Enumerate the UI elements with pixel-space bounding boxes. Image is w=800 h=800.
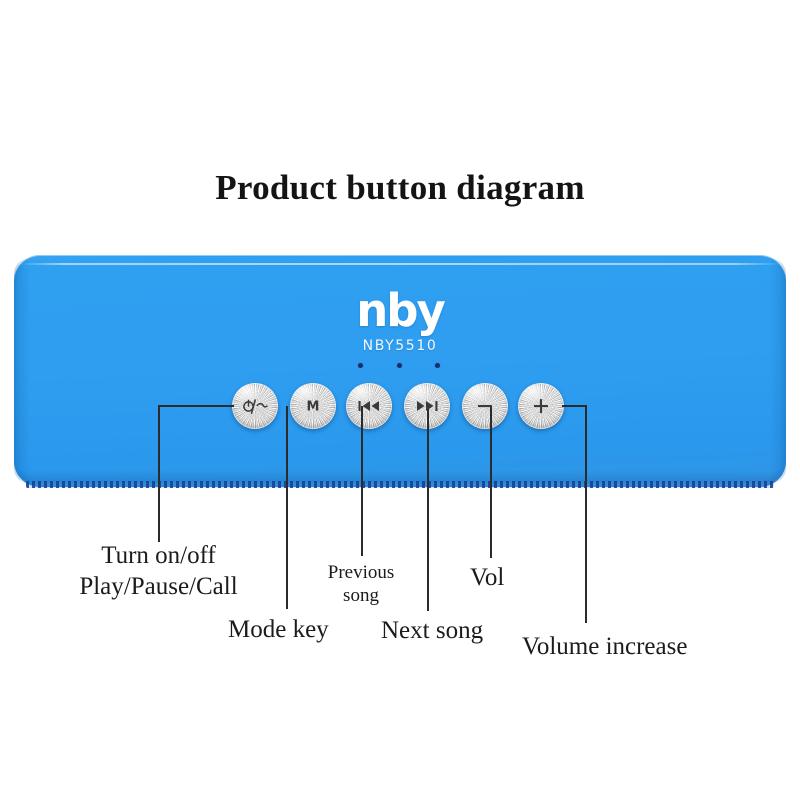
- power-play-call-button[interactable]: [232, 383, 278, 429]
- leader-line-volume-increase-horizontal: [562, 405, 586, 407]
- svg-text:M: M: [307, 400, 320, 414]
- brand-logo: nby: [356, 284, 446, 337]
- leader-line-volume-increase-vertical: [585, 405, 587, 623]
- label-previous-song: Previous song: [320, 561, 402, 607]
- leader-line-mode: [286, 406, 288, 609]
- power-call-icon: [242, 397, 268, 415]
- leader-line-power-vertical: [158, 405, 160, 542]
- label-previous-line-1: Previous: [327, 562, 395, 583]
- mode-key-button[interactable]: M: [290, 383, 336, 429]
- label-power-line-2: Play/Pause/Call: [79, 572, 238, 600]
- label-volume-increase: Volume increase: [522, 633, 688, 660]
- previous-track-icon: [357, 399, 381, 413]
- label-power-play-call: Turn on/off Play/Pause/Call: [56, 541, 261, 602]
- led-indicator-1: [358, 363, 363, 368]
- plus-icon: [531, 397, 551, 415]
- label-next-song: Next song: [381, 617, 484, 644]
- volume-increase-button[interactable]: [518, 383, 564, 429]
- label-mode-key: Mode key: [228, 616, 329, 643]
- label-previous-line-2: song: [343, 585, 379, 607]
- brand-block: nby NBY5510: [0, 284, 800, 355]
- leader-line-vol: [490, 406, 492, 558]
- mode-m-icon: M: [304, 398, 322, 414]
- label-power-line-1: Turn on/off: [101, 542, 216, 569]
- leader-line-previous: [361, 406, 363, 556]
- minus-icon: [475, 399, 495, 413]
- led-indicator-3: [435, 363, 440, 368]
- next-track-icon: [415, 399, 439, 413]
- speaker-body: [14, 255, 786, 487]
- speaker-top-seam: [18, 263, 782, 265]
- speaker-grille-strip: [26, 481, 774, 488]
- previous-song-button[interactable]: [346, 383, 392, 429]
- model-number: NBY5510: [362, 338, 438, 354]
- page-title: Product button diagram: [215, 168, 585, 207]
- speaker-bottom-shadow: [20, 470, 780, 483]
- led-indicator-2: [397, 363, 402, 368]
- label-vol: Vol: [470, 564, 505, 591]
- leader-line-power-horizontal: [158, 405, 234, 407]
- volume-decrease-button[interactable]: [462, 383, 508, 429]
- leader-line-next: [427, 406, 429, 611]
